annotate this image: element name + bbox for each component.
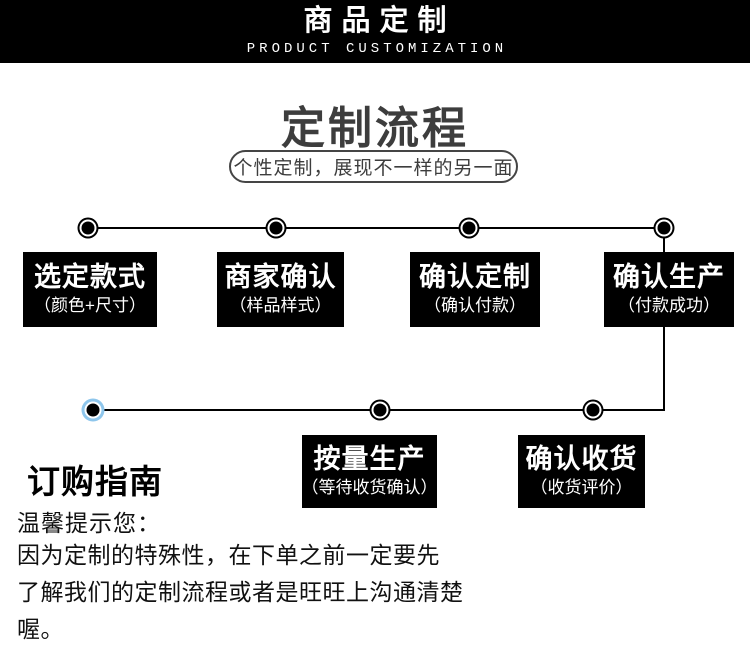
flow-dot-step3 xyxy=(462,221,476,235)
step-sublabel: （等待收货确认） xyxy=(302,477,437,497)
flow-dot-step5-highlighted xyxy=(86,403,100,417)
flow-dot-step4 xyxy=(657,221,671,235)
banner-title: 商品定制 xyxy=(303,5,456,38)
guide-title: 订购指南 xyxy=(27,463,163,500)
tagline-text: 个性定制，展现不一样的另一面 xyxy=(233,158,514,179)
step-box-select-style: 选定款式 （颜色+尺寸） xyxy=(23,252,157,327)
step-box-confirm-customization: 确认定制 （确认付款） xyxy=(410,252,540,327)
step-box-merchant-confirm: 商家确认 （样品样式） xyxy=(217,252,344,327)
flow-dot-step6 xyxy=(373,403,387,417)
step-sublabel: （颜色+尺寸） xyxy=(34,295,146,315)
flow-dot-step2 xyxy=(269,221,283,235)
guide-intro: 温馨提示您： xyxy=(17,510,161,536)
guide-body-line: 因为定制的特殊性，在下单之前一定要先 xyxy=(17,542,440,568)
step-label: 按量生产 xyxy=(313,444,426,475)
step-label: 确认定制 xyxy=(419,262,531,293)
guide-body: 因为定制的特殊性，在下单之前一定要先 了解我们的定制流程或者是旺旺上沟通清楚 喔… xyxy=(17,537,497,648)
header-banner: 商品定制 PRODUCT CUSTOMIZATION xyxy=(0,0,750,63)
flow-dot-step1 xyxy=(81,221,95,235)
step-label: 确认生产 xyxy=(613,262,725,293)
guide-body-line: 了解我们的定制流程或者是旺旺上沟通清楚 xyxy=(17,579,464,605)
step-sublabel: （收货评价） xyxy=(530,477,633,497)
step-box-produce-by-quantity: 按量生产 （等待收货确认） xyxy=(302,435,437,508)
step-sublabel: （确认付款） xyxy=(424,295,526,315)
step-label: 确认收货 xyxy=(525,444,638,475)
flow-line-row1 xyxy=(88,227,665,229)
step-label: 选定款式 xyxy=(34,262,146,293)
step-box-confirm-production: 确认生产 （付款成功） xyxy=(604,252,734,327)
step-box-confirm-receipt: 确认收货 （收货评价） xyxy=(518,435,645,508)
flow-section-title: 定制流程 xyxy=(281,104,469,153)
tagline-pill: 个性定制，展现不一样的另一面 xyxy=(229,150,518,183)
flow-dot-step7 xyxy=(586,403,600,417)
step-sublabel: （样品样式） xyxy=(229,295,332,315)
banner-subtitle: PRODUCT CUSTOMIZATION xyxy=(246,40,508,57)
step-sublabel: （付款成功） xyxy=(618,295,720,315)
step-label: 商家确认 xyxy=(224,262,337,293)
guide-body-line: 喔。 xyxy=(17,616,64,642)
